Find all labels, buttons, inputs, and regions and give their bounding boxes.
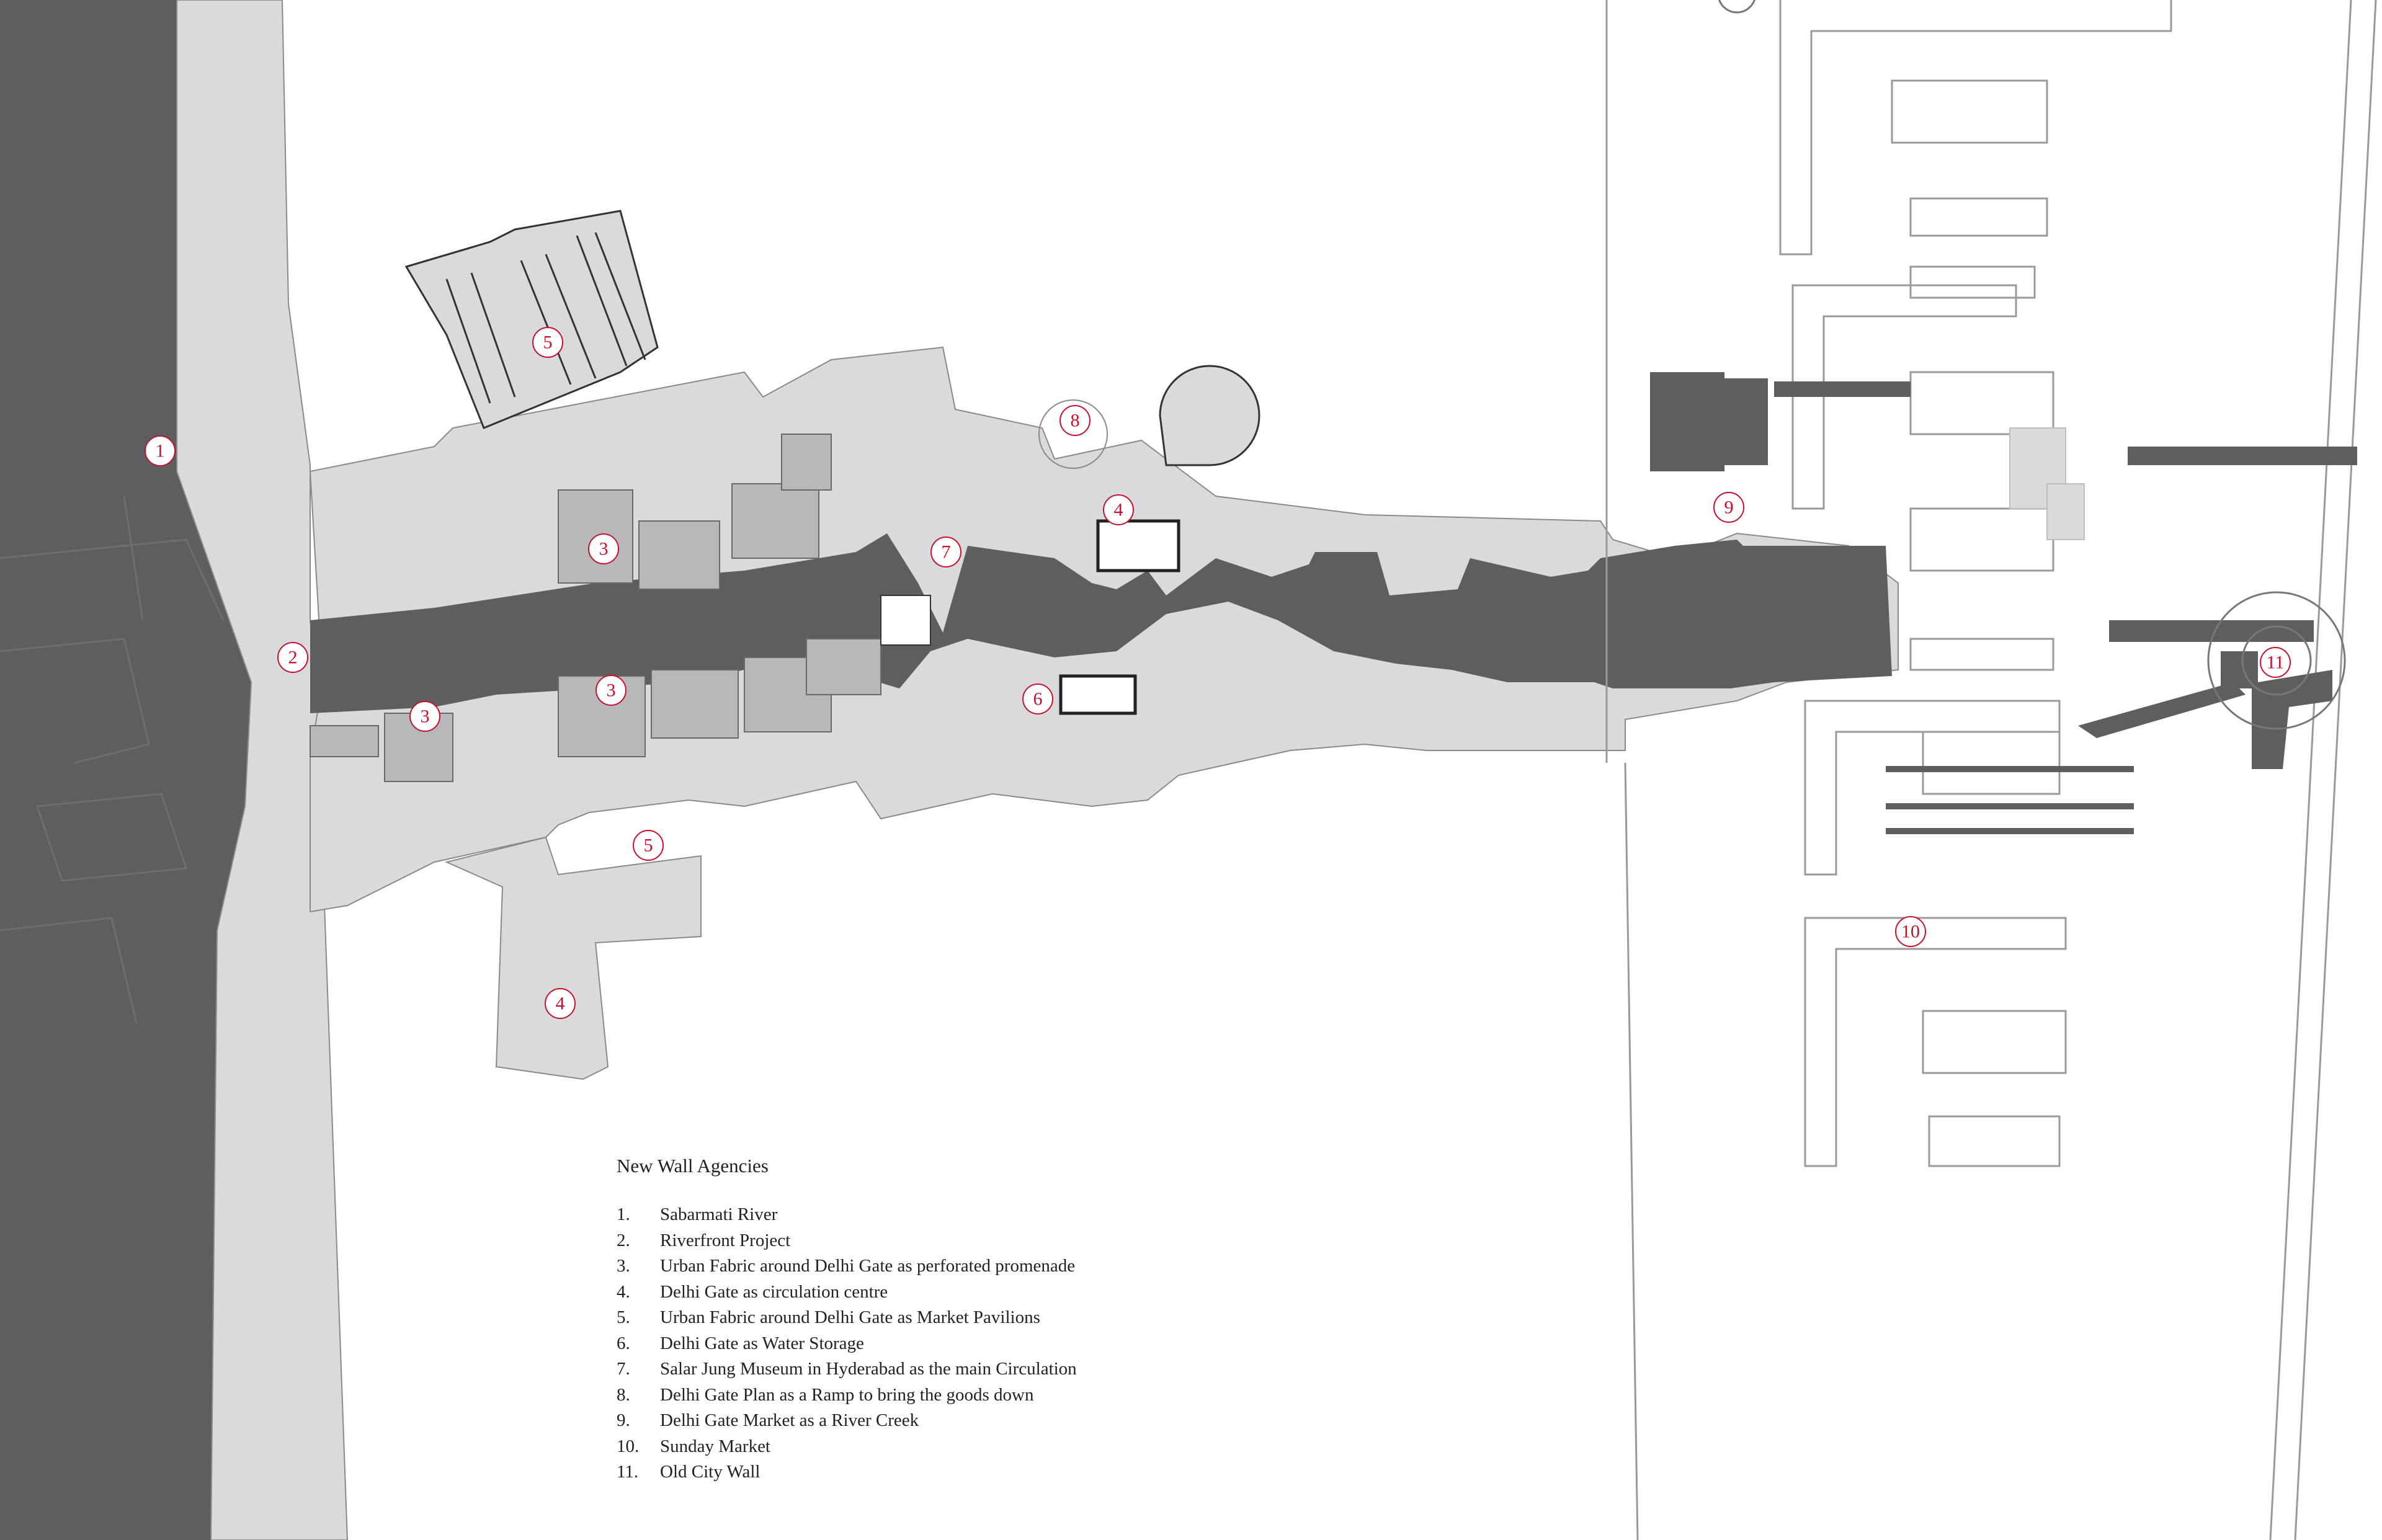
svg-text:4: 4 (556, 994, 565, 1014)
marker-4a: 4 (1103, 494, 1134, 525)
pavilion-structure-lines (445, 232, 646, 404)
legend-item: 9. Delhi Gate Market as a River Creek (617, 1408, 1361, 1434)
legend-item-number: 5. (617, 1307, 630, 1327)
svg-text:8: 8 (1071, 411, 1080, 431)
river-grid-lines (0, 496, 225, 1024)
marker-8: 8 (1059, 405, 1091, 436)
old-city-wall-dark (1650, 372, 2357, 769)
svg-text:4: 4 (1114, 500, 1123, 520)
svg-text:6: 6 (1033, 689, 1043, 710)
marker-11: 11 (2260, 647, 2291, 678)
svg-text:2: 2 (288, 648, 298, 668)
legend-item-text: Delhi Gate as circulation centre (660, 1281, 888, 1302)
legend-item-number: 4. (617, 1281, 630, 1302)
marker-3a: 3 (588, 533, 619, 564)
svg-text:11: 11 (2267, 652, 2285, 673)
legend-item-number: 2. (617, 1230, 630, 1250)
legend-item-text: Delhi Gate Market as a River Creek (660, 1410, 919, 1430)
water-storage (1059, 674, 1137, 715)
legend-item-text: Urban Fabric around Delhi Gate as Market… (660, 1307, 1040, 1327)
legend-item-text: Urban Fabric around Delhi Gate as perfor… (660, 1256, 1076, 1276)
marker-3b: 3 (409, 701, 440, 732)
marker-9: 9 (1713, 492, 1744, 523)
old-city-wall-ring-inner (2241, 625, 2312, 696)
legend-item-text: Riverfront Project (660, 1230, 791, 1250)
svg-text:7: 7 (942, 542, 951, 563)
legend-item-number: 6. (617, 1333, 630, 1353)
old-city-wall-ring-outer (2207, 591, 2346, 730)
legend-item: 1. Sabarmati River (617, 1202, 1361, 1228)
marker-6: 6 (1022, 683, 1053, 714)
circulation-centre (1096, 519, 1180, 572)
legend-item: 4. Delhi Gate as circulation centre (617, 1280, 1361, 1306)
sunday-market-stalls (1886, 766, 2134, 834)
svg-text:3: 3 (421, 706, 430, 727)
top-circle-detail (1718, 0, 1755, 14)
svg-text:1: 1 (156, 441, 165, 461)
legend-item-text: Sabarmati River (660, 1204, 778, 1224)
svg-text:5: 5 (644, 835, 653, 856)
ramp-inner-circle (1038, 399, 1108, 469)
svg-text:9: 9 (1724, 497, 1734, 518)
legend-item: 3. Urban Fabric around Delhi Gate as perf… (617, 1253, 1361, 1280)
marker-5b: 5 (633, 830, 664, 861)
legend-item: 6. Delhi Gate as Water Storage (617, 1331, 1361, 1357)
marker-1: 1 (145, 435, 176, 466)
legend-item-text: Salar Jung Museum in Hyderabad as the ma… (660, 1359, 1077, 1379)
old-city-light-blocks (2009, 427, 2085, 540)
legend-item-number: 9. (617, 1410, 630, 1430)
marker-7: 7 (930, 536, 961, 567)
legend-item: 2. Riverfront Project (617, 1228, 1361, 1254)
legend-item: 5. Urban Fabric around Delhi Gate as Mark… (617, 1305, 1361, 1331)
legend-item-number: 8. (617, 1384, 630, 1405)
lower-market-area (444, 836, 702, 1080)
legend-item: 11. Old City Wall (617, 1459, 1361, 1485)
legend-item-text: Delhi Gate Plan as a Ramp to bring the g… (660, 1384, 1034, 1405)
old-city-building-outlines (1605, 0, 2377, 1540)
legend-item: 7. Salar Jung Museum in Hyderabad as the … (617, 1356, 1361, 1382)
svg-text:3: 3 (599, 539, 609, 559)
legend-item-number: 11. (617, 1462, 639, 1482)
legend-item-number: 1. (617, 1204, 630, 1224)
svg-text:5: 5 (543, 332, 553, 353)
legend-item-text: Delhi Gate as Water Storage (660, 1333, 864, 1353)
marker-4b: 4 (545, 988, 576, 1019)
marker-5a: 5 (532, 327, 563, 358)
legend-item-text: Old City Wall (660, 1462, 761, 1482)
upper-pavilion-block (404, 210, 659, 429)
gate-ramp-stair (880, 595, 931, 646)
legend-item: 8. Delhi Gate Plan as a Ramp to bring the… (617, 1382, 1361, 1409)
riverfront-strip (176, 0, 349, 1540)
marker-3c: 3 (596, 675, 627, 706)
svg-text:3: 3 (607, 680, 616, 701)
legend-item: 10. Sunday Market (617, 1434, 1361, 1460)
legend-item-number: 7. (617, 1359, 630, 1379)
legend-title: New Wall Agencies (617, 1155, 769, 1177)
legend: New Wall Agencies 1. Sabarmati River 2. Ri… (617, 1154, 1361, 1485)
ramp-circle (1159, 365, 1260, 466)
legend-item-text: Sunday Market (660, 1436, 770, 1456)
legend-list: 1. Sabarmati River 2. Riverfront Project 3… (617, 1202, 1361, 1485)
svg-text:10: 10 (1901, 922, 1920, 942)
legend-item-number: 3. (617, 1256, 630, 1276)
plan-markers: 1 2 3 3 3 4 4 5 5 6 7 8 9 10 11 (145, 327, 2291, 1019)
marker-10: 10 (1895, 916, 1926, 947)
sabarmati-river (0, 0, 251, 1540)
marker-2: 2 (277, 642, 308, 673)
legend-item-number: 10. (617, 1436, 640, 1456)
